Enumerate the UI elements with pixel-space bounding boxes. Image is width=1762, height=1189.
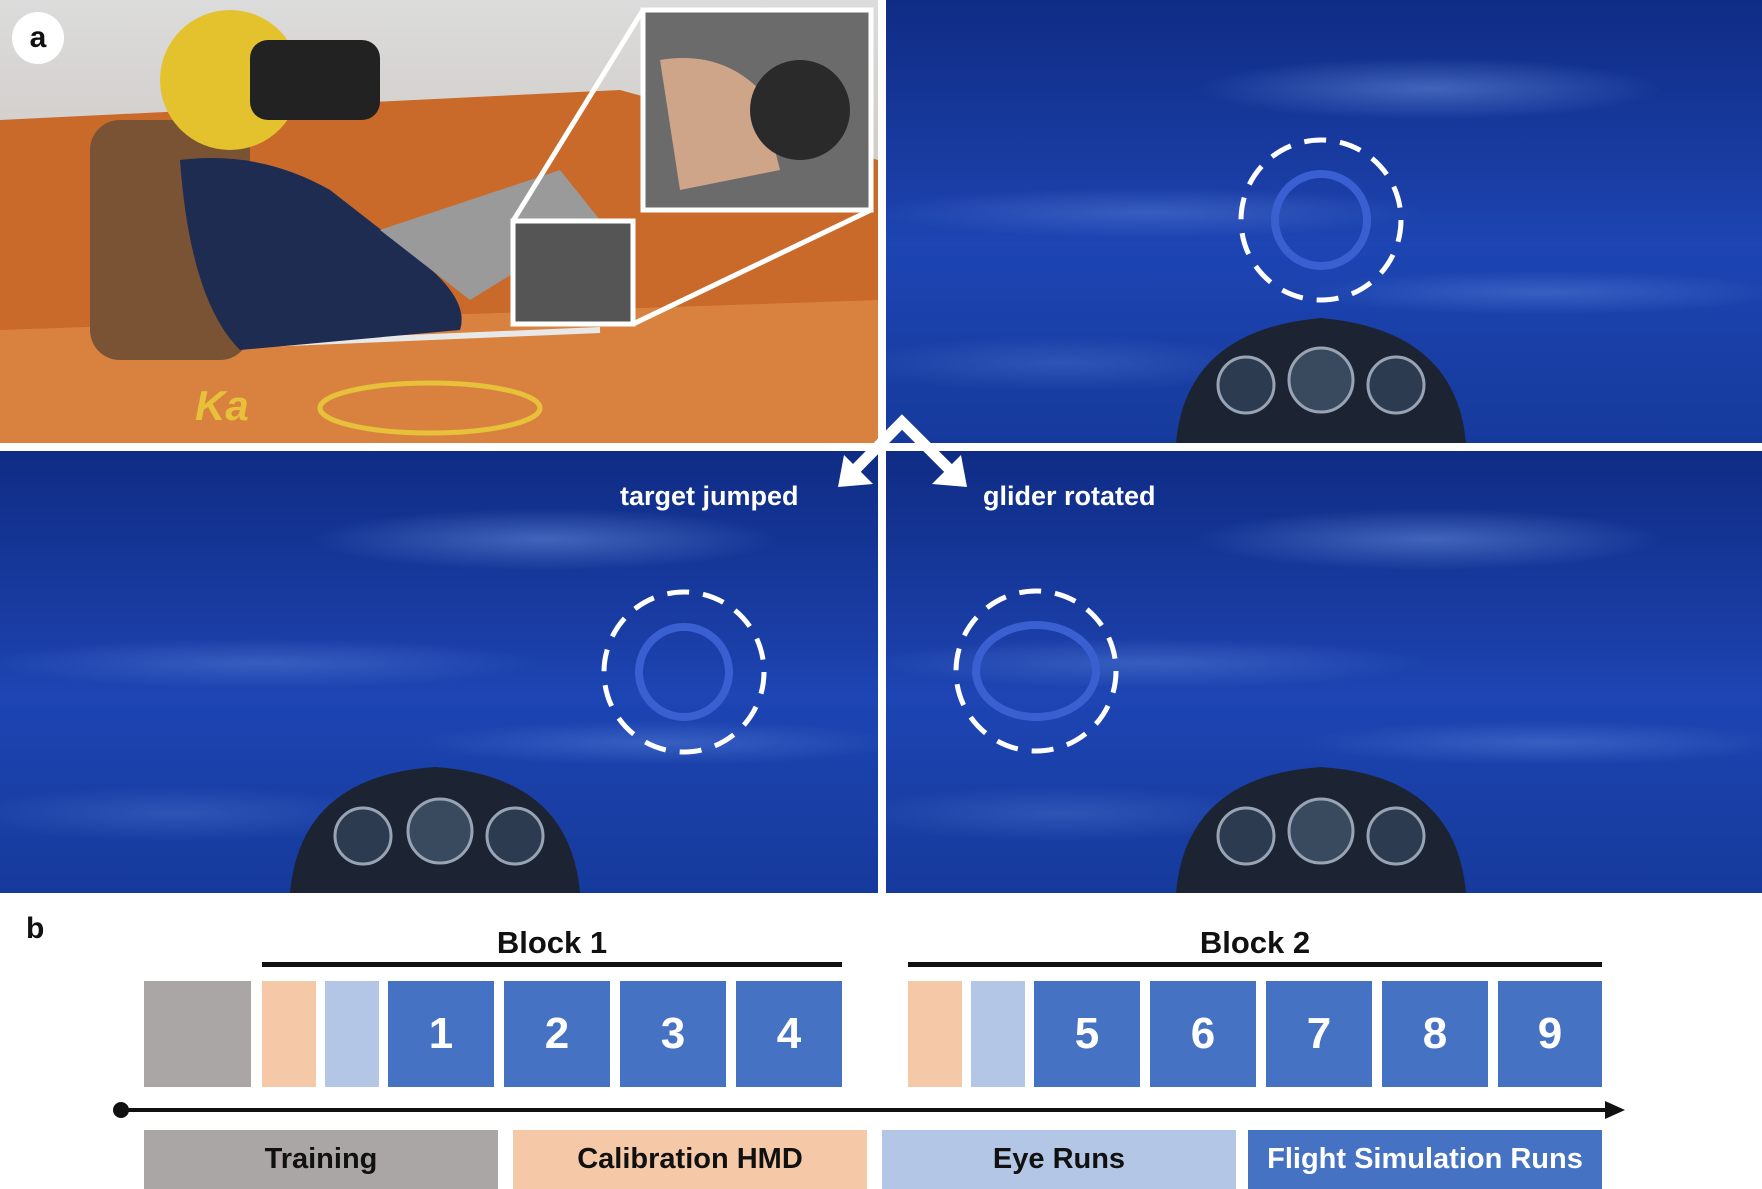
flight-run-9: 9 bbox=[1498, 981, 1602, 1087]
flight-run-4: 4 bbox=[736, 981, 842, 1087]
target-jumped-label: target jumped bbox=[620, 481, 799, 511]
panel-b-letter: b bbox=[26, 912, 45, 945]
target-zone-dashed-circle bbox=[953, 588, 1119, 754]
glider-rotated-label: glider rotated bbox=[983, 481, 1156, 511]
block-2-title: Block 2 bbox=[1199, 925, 1311, 960]
left-arrowhead bbox=[838, 455, 873, 487]
target-zone-dashed-circle bbox=[601, 589, 767, 755]
block-1-title: Block 1 bbox=[496, 925, 608, 960]
right-arrowhead bbox=[932, 455, 967, 487]
eye-run-box-block-1 bbox=[325, 981, 379, 1087]
target-ring bbox=[635, 623, 733, 721]
legend-eye-runs-label: Eye Runs bbox=[992, 1143, 1126, 1175]
flight-run-2: 2 bbox=[504, 981, 610, 1087]
legend-flight-runs-label: Flight Simulation Runs bbox=[1267, 1143, 1583, 1175]
training-box bbox=[144, 981, 251, 1087]
vr-view-initial-scene bbox=[1176, 137, 1466, 443]
target-ring bbox=[972, 621, 1100, 721]
flight-run-7: 7 bbox=[1266, 981, 1372, 1087]
target-ring bbox=[1271, 170, 1371, 270]
flight-run-3: 3 bbox=[620, 981, 726, 1087]
flight-run-6: 6 bbox=[1150, 981, 1256, 1087]
vr-view-initial bbox=[886, 0, 1762, 443]
timeline-arrowhead bbox=[1605, 1101, 1625, 1119]
cockpit-illustration: Ka bbox=[0, 7, 878, 443]
eye-run-box-block-2 bbox=[971, 981, 1025, 1087]
block-2-bar bbox=[908, 962, 1602, 967]
block-1-bar bbox=[262, 962, 842, 967]
branch-arrows bbox=[838, 414, 967, 487]
target-zone-dashed-circle bbox=[1238, 137, 1404, 303]
flight-run-8: 8 bbox=[1382, 981, 1488, 1087]
cockpit-photo: Ka a bbox=[0, 0, 878, 443]
calibration-box-block-2 bbox=[908, 981, 962, 1087]
legend-calibration: Calibration HMD bbox=[513, 1130, 867, 1189]
legend-training-label: Training bbox=[264, 1143, 378, 1175]
vr-view-glider-rotated-scene bbox=[953, 588, 1466, 893]
flight-run-1: 1 bbox=[388, 981, 494, 1087]
calibration-box-block-1 bbox=[262, 981, 316, 1087]
legend-training: Training bbox=[144, 1130, 498, 1189]
legend-flight-runs: Flight Simulation Runs bbox=[1248, 1130, 1602, 1189]
legend-calibration-label: Calibration HMD bbox=[577, 1143, 803, 1175]
legend-eye-runs: Eye Runs bbox=[882, 1130, 1236, 1189]
svg-text:Ka: Ka bbox=[195, 382, 249, 429]
flight-run-5: 5 bbox=[1034, 981, 1140, 1087]
panel-a-letter: a bbox=[12, 12, 64, 64]
vr-view-target-jumped: target jumped bbox=[0, 451, 878, 893]
vr-view-target-jumped-scene bbox=[290, 589, 767, 893]
vr-view-glider-rotated: glider rotated bbox=[886, 451, 1762, 893]
